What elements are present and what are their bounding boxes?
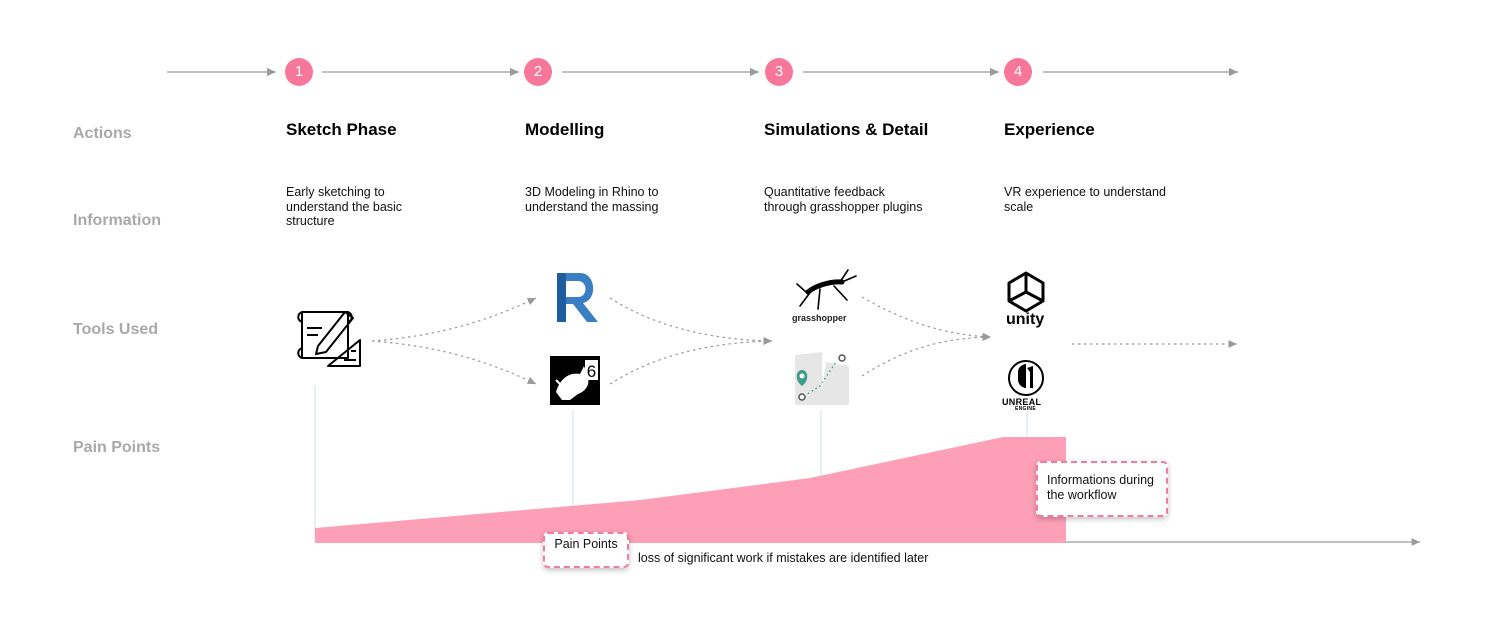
step-info-3-line: Quantitative feedback [764, 185, 885, 199]
informations-callout-line: Informations during [1047, 473, 1155, 487]
step-info-1-line: understand the basic [286, 199, 403, 214]
step-info-1-line: structure [286, 214, 335, 228]
step-info-4: VR experience to understand scale [1004, 185, 1166, 214]
row-label-actions: Actions [73, 125, 132, 142]
informations-callout: Informations during the workflow [1036, 461, 1168, 517]
step-badge-1: 1 [285, 58, 313, 86]
pain-area [315, 437, 1066, 543]
rhino-version-text: 6 [587, 362, 596, 381]
step-badge-4: 4 [1004, 58, 1032, 86]
step-info-4-line: scale [1004, 199, 1034, 214]
step-info-4-line: VR experience to understand [1004, 185, 1166, 199]
step-badge-2: 2 [524, 58, 552, 86]
step-info-2: 3D Modeling in Rhino to understand the m… [525, 185, 658, 214]
row-label-information: Information [73, 212, 161, 229]
row-label-pain-points: Pain Points [73, 439, 161, 456]
sketch-icon [297, 311, 361, 367]
step-title-1: Sketch Phase [286, 120, 397, 139]
step-info-3: Quantitative feedback through grasshoppe… [764, 185, 922, 214]
step-info-1-line: Early sketching to [286, 185, 385, 199]
grasshopper-icon [796, 269, 857, 310]
flow-curves [371, 296, 1237, 385]
unity-icon [1007, 271, 1045, 313]
informations-callout-line: the workflow [1047, 487, 1117, 502]
step-title-3: Simulations & Detail [764, 120, 929, 139]
pain-points-callout-text: Pain Points [554, 537, 618, 551]
grasshopper-label: grasshopper [792, 313, 847, 323]
rhino-icon: 6 [550, 356, 600, 405]
row-label-tools: Tools Used [73, 321, 159, 338]
revit-icon [557, 273, 598, 322]
unreal-icon [1008, 360, 1044, 396]
unreal-label: UNREAL [1002, 397, 1042, 407]
pain-points-callout: Pain Points [543, 532, 629, 568]
step-info-2-line: 3D Modeling in Rhino to [525, 185, 659, 199]
unreal-engine-label: ENGINE [1015, 406, 1036, 412]
step-title-2: Modelling [525, 120, 605, 139]
pain-note: loss of significant work if mistakes are… [638, 551, 929, 565]
step-info-3-line: through grasshopper plugins [764, 199, 923, 214]
step-info-1: Early sketching to understand the basic … [286, 185, 402, 229]
step-title-4: Experience [1004, 120, 1095, 139]
map-app-icon [795, 352, 849, 405]
unity-label: unity [1006, 311, 1045, 328]
step-info-2-line: understand the massing [525, 199, 659, 214]
step-badge-3: 3 [765, 58, 793, 86]
